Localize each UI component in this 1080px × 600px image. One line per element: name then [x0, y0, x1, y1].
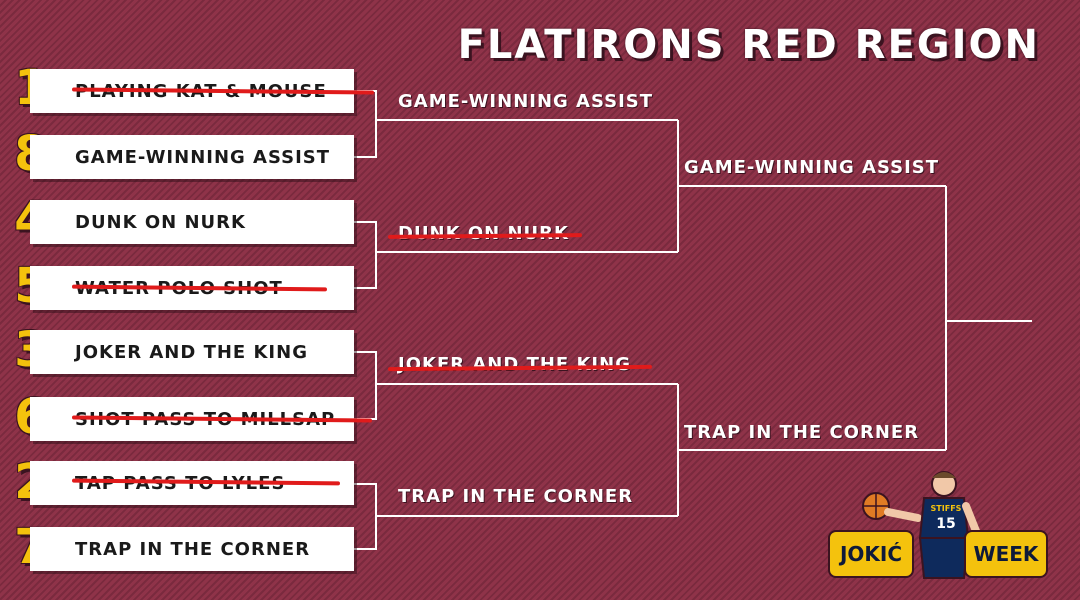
- matchup-entry: DUNK ON NURK: [30, 200, 354, 244]
- player-illustration: [862, 471, 982, 579]
- entry-label: GAME-WINNING ASSIST: [75, 147, 331, 168]
- entry-label: DUNK ON NURK: [75, 212, 246, 233]
- matchup-entry: PLAYING KAT & MOUSE: [30, 69, 375, 113]
- entry-label: JOKER AND THE KING: [75, 342, 308, 363]
- region-title: FLATIRONS RED REGION: [457, 22, 1040, 68]
- jokic-week-logo: STIFFS 15 JOKIĆ WEEK: [828, 466, 1048, 586]
- round3-winner: TRAP IN THE CORNER: [684, 422, 920, 443]
- connector-r1-b: [354, 221, 377, 289]
- matchup-entry: WATER POLO SHOT: [30, 266, 354, 310]
- round2-winner: GAME-WINNING ASSIST: [398, 91, 654, 112]
- round2-winner: TRAP IN THE CORNER: [398, 486, 634, 507]
- jersey-number: 15: [936, 516, 956, 532]
- matchup-entry: GAME-WINNING ASSIST: [30, 135, 354, 179]
- matchup-entry: TAP PASS TO LYLES: [30, 461, 354, 505]
- matchup-entry: JOKER AND THE KING: [30, 330, 354, 374]
- logo-left-text: JOKIĆ: [828, 530, 914, 578]
- round3-winner: GAME-WINNING ASSIST: [684, 157, 940, 178]
- entry-label: TRAP IN THE CORNER: [75, 539, 311, 560]
- logo-right-text: WEEK: [964, 530, 1048, 578]
- matchup-entry: SHOT PASS TO MILLSAP: [30, 397, 373, 441]
- connector-r1-c: [354, 351, 377, 420]
- connector-r1-d: [354, 483, 377, 550]
- connector-r1-a: [354, 90, 377, 158]
- jersey-text: STIFFS: [930, 504, 962, 513]
- matchup-entry: TRAP IN THE CORNER: [30, 527, 354, 571]
